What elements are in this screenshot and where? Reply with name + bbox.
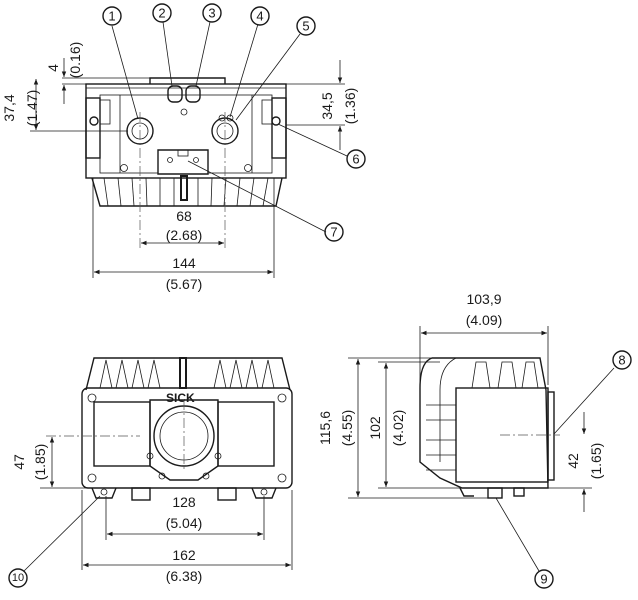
dim-42: 42 — [565, 453, 581, 469]
dim-37-4-inch: (1.47) — [24, 90, 40, 127]
front-view-body — [81, 387, 293, 489]
top-view — [30, 21, 348, 278]
dim-4: 4 — [45, 64, 61, 72]
svg-text:6: 6 — [352, 152, 359, 167]
callout-4: 4 — [250, 6, 270, 26]
callout-2: 2 — [152, 3, 172, 23]
window-left — [93, 401, 151, 467]
callout-7: 7 — [324, 222, 344, 242]
dim-162: 162 — [172, 547, 196, 563]
dim-115-6: 115,6 — [317, 411, 333, 445]
dim-68-inch: (2.68) — [166, 227, 203, 243]
svg-text:5: 5 — [302, 19, 309, 34]
dim-144-inch: (5.67) — [166, 276, 203, 292]
callout-9: 9 — [534, 569, 554, 589]
dim-115-6-inch: (4.55) — [339, 410, 355, 447]
dim-162-inch: (6.38) — [166, 568, 203, 584]
callout-6: 6 — [346, 149, 366, 169]
dim-103-9: 103,9 — [466, 291, 501, 307]
dim-128-inch: (5.04) — [166, 515, 203, 531]
callout-1: 1 — [102, 6, 122, 26]
dim-34-5: 34,5 — [319, 92, 335, 119]
callout-10: 10 — [8, 568, 28, 588]
logo-text: SICK — [166, 391, 195, 405]
dim-128: 128 — [172, 494, 196, 510]
front-view: SICK — [23, 357, 293, 572]
dim-34-5-inch: (1.36) — [342, 88, 358, 125]
svg-text:8: 8 — [618, 353, 625, 368]
dim-102-inch: (4.02) — [390, 410, 406, 447]
svg-text:2: 2 — [158, 6, 165, 21]
window-right — [217, 401, 275, 467]
dim-103-9-inch: (4.09) — [466, 312, 503, 328]
svg-text:4: 4 — [256, 9, 263, 24]
dim-47-inch: (1.85) — [32, 444, 48, 481]
dim-47: 47 — [11, 454, 27, 470]
callout-3: 3 — [202, 3, 222, 23]
svg-text:1: 1 — [108, 9, 115, 24]
dim-37-4: 37,4 — [1, 94, 17, 121]
svg-text:3: 3 — [208, 6, 215, 21]
dim-102: 102 — [367, 416, 383, 440]
svg-text:10: 10 — [12, 572, 24, 584]
svg-text:9: 9 — [540, 572, 547, 587]
dim-42-inch: (1.65) — [588, 443, 604, 480]
callout-5: 5 — [296, 16, 316, 36]
dim-68: 68 — [176, 208, 192, 224]
svg-text:7: 7 — [330, 225, 337, 240]
side-view — [348, 326, 615, 572]
side-view-body — [419, 357, 549, 489]
callout-8: 8 — [612, 350, 632, 370]
dim-4-inch: (0.16) — [67, 42, 83, 79]
dim-144: 144 — [172, 255, 196, 271]
